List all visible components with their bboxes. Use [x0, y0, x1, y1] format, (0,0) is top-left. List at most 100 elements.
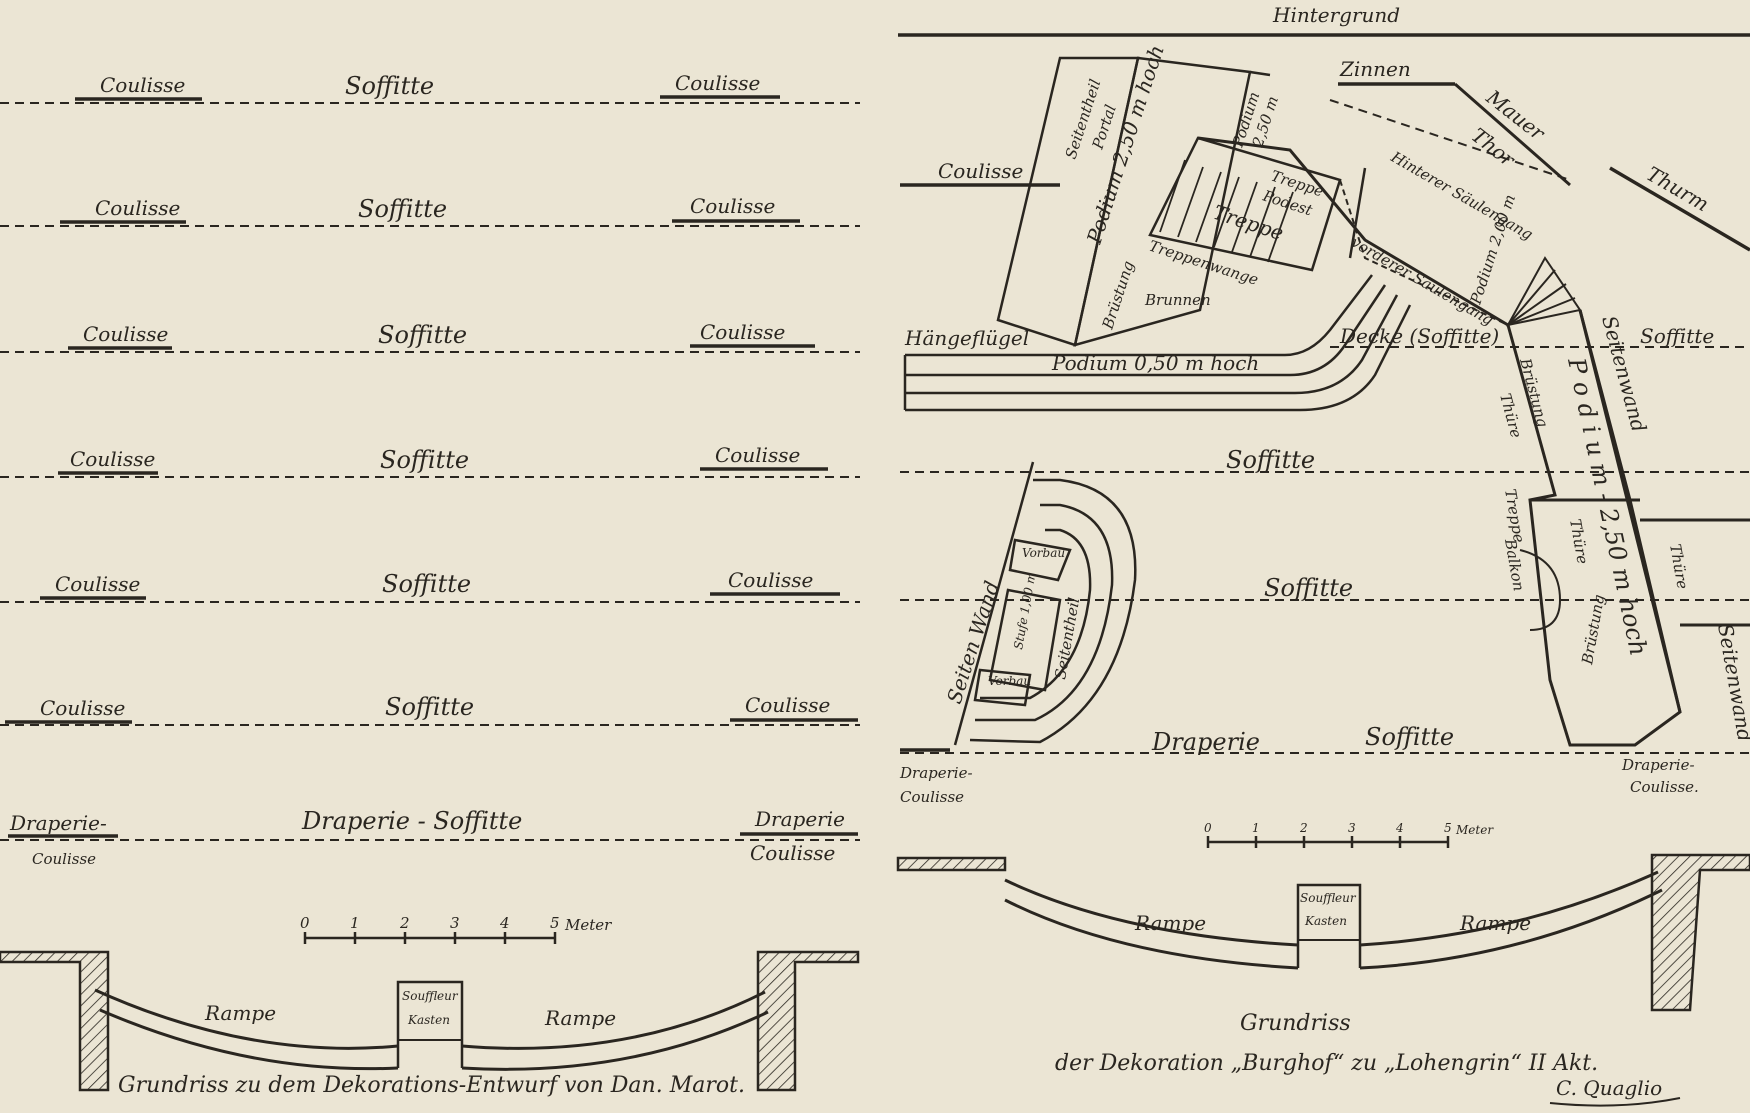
- r-souffleur-box: [1296, 883, 1362, 968]
- r-thuere-2: Thüre: [1566, 518, 1592, 566]
- right-plan: [896, 33, 1750, 1107]
- r-scale-5: 5: [1444, 821, 1452, 835]
- r-signature: C. Quaglio: [1556, 1076, 1662, 1100]
- r-rampe-right: Rampe: [1459, 911, 1531, 935]
- l-scale-3: 3: [450, 914, 460, 932]
- l-rampe-left: Rampe: [204, 1001, 276, 1025]
- l-souffleur-1: Souffleur: [402, 989, 459, 1003]
- l-draperie-center: Draperie - Soffitte: [301, 807, 522, 835]
- r-soffitte-center-2: Soffitte: [1264, 574, 1353, 602]
- r-draperie-left-2: Coulisse: [900, 788, 964, 806]
- l-coulisse-right-4: Coulisse: [715, 443, 800, 467]
- r-thuere-3: Thüre: [1666, 543, 1692, 591]
- r-seitenwand-2: Seitenwand: [1713, 622, 1750, 744]
- r-draperie-right-1: Draperie-: [1621, 756, 1695, 774]
- r-soffitte-center-3: Soffitte: [1365, 723, 1454, 751]
- r-scale-3: 3: [1348, 821, 1356, 835]
- r-mauer-line: [1454, 82, 1571, 187]
- r-rampe-arc-left-inner: [1004, 898, 1299, 970]
- r-souffleur-2: Kasten: [1304, 914, 1347, 928]
- r-rampe-arc-right-inner: [1359, 888, 1663, 970]
- left-scale-bar: [303, 932, 557, 944]
- r-decke: Decke (Soffitte): [1339, 324, 1499, 348]
- left-rampe-arc-right-inner: [461, 1010, 769, 1071]
- left-proscenium-wall-right: [756, 950, 860, 1092]
- r-stufe: Stufe 1,00 m: [1011, 571, 1038, 650]
- l-soffitte-5: Soffitte: [382, 570, 471, 598]
- r-thurm-line: [1609, 166, 1750, 252]
- r-hinterer-saeulengang: [1197, 136, 1509, 327]
- r-podium-050: [903, 274, 1412, 412]
- r-pillar-line: [1348, 167, 1367, 259]
- left-plan-labels: Coulisse Soffitte Coulisse Coulisse Soff…: [9, 71, 845, 1098]
- r-treppe-3: Treppenwange: [1147, 237, 1261, 289]
- l-soffitte-2: Soffitte: [358, 195, 447, 223]
- r-balkon-curve: [1519, 549, 1562, 631]
- l-scale-5: 5: [550, 914, 560, 932]
- r-spiral-stair: [1506, 256, 1582, 327]
- r-thor: Thor: [1467, 123, 1521, 172]
- r-bruestung-2: Brüstung: [1578, 593, 1608, 667]
- l-draperie-left-1: Draperie-: [9, 811, 107, 835]
- l-souffleur-2: Kasten: [407, 1013, 450, 1027]
- r-vorbau-1: Vorbau: [1022, 546, 1065, 560]
- l-caption: Grundriss zu dem Dekorations-Entwurf von…: [118, 1073, 745, 1098]
- r-balkon: Balkon: [1501, 537, 1528, 593]
- r-soffitte-center-1: Soffitte: [1226, 446, 1315, 474]
- r-treppenhaus: Treppe: [1501, 488, 1528, 545]
- left-rampe-arc-right-outer: [461, 990, 766, 1050]
- r-proscenium-wall-left: [896, 856, 1007, 872]
- r-draperie-left-1: Draperie-: [899, 764, 973, 782]
- r-scale-0: 0: [1204, 821, 1212, 835]
- right-scale-bar: [1206, 836, 1450, 848]
- l-coulisse-left-6: Coulisse: [40, 696, 125, 720]
- l-draperie-right-1: Draperie: [754, 807, 845, 831]
- left-rampe-arc-left-outer: [94, 988, 399, 1050]
- l-scale-0: 0: [300, 914, 310, 932]
- r-coulisse-top: Coulisse: [938, 159, 1023, 183]
- right-plan-labels: Hintergrund Zinnen Mauer Thor Thurm Coul…: [899, 3, 1750, 1100]
- r-saeulengang-top: [1249, 70, 1271, 77]
- r-draperie-right-2: Coulisse.: [1630, 778, 1699, 796]
- r-brunnen: Brunnen: [1144, 291, 1211, 309]
- r-rampe-arc-left-outer: [1004, 878, 1299, 947]
- r-scale-2: 2: [1299, 821, 1308, 835]
- r-signature-flourish: [1549, 1097, 1681, 1107]
- r-podium-050: Podium 0,50 m hoch: [1051, 351, 1259, 375]
- left-wing-strokes: [5, 95, 858, 838]
- l-scale-1: 1: [350, 914, 360, 932]
- r-draperie-center: Draperie: [1151, 728, 1260, 756]
- r-scale-4: 4: [1395, 821, 1404, 835]
- l-coulisse-left-5: Coulisse: [55, 572, 140, 596]
- r-treppe-2: Brüstung: [1098, 259, 1137, 333]
- r-scale-unit: Meter: [1455, 823, 1494, 837]
- r-vorderer-saeulengang: [1339, 179, 1509, 326]
- r-caption-1: Grundriss: [1240, 1011, 1351, 1036]
- l-coulisse-left-3: Coulisse: [83, 322, 168, 346]
- left-soffit-lines: [0, 102, 860, 841]
- l-coulisse-right-3: Coulisse: [700, 320, 785, 344]
- l-draperie-left-2: Coulisse: [32, 850, 96, 868]
- left-souffleur-box: [396, 980, 464, 1068]
- l-coulisse-left-1: Coulisse: [100, 73, 185, 97]
- l-scale-2: 2: [399, 914, 410, 932]
- l-draperie-right-2: Coulisse: [750, 841, 835, 865]
- r-podium-block: [1073, 56, 1252, 347]
- r-staircase: [1148, 136, 1342, 272]
- r-zinnen: Zinnen: [1339, 57, 1411, 81]
- l-soffitte-3: Soffitte: [378, 321, 467, 349]
- l-scale-4: 4: [499, 914, 510, 932]
- r-hintergrund: Hintergrund: [1272, 3, 1400, 27]
- l-soffitte-4: Soffitte: [380, 446, 469, 474]
- l-coulisse-right-2: Coulisse: [690, 194, 775, 218]
- r-caption-2: der Dekoration „Burghof“ zu „Lohengrin“ …: [1055, 1051, 1598, 1076]
- r-souffleur-1: Souffleur: [1300, 891, 1357, 905]
- l-coulisse-right-6: Coulisse: [745, 693, 830, 717]
- r-hinterer-saeulengang: Hinterer Säulengang: [1387, 147, 1536, 243]
- l-coulisse-left-4: Coulisse: [70, 447, 155, 471]
- r-rampe-arc-right-outer: [1359, 870, 1659, 947]
- r-vorbau-2: Vorbau: [988, 674, 1031, 688]
- l-coulisse-right-5: Coulisse: [728, 568, 813, 592]
- r-rampe-left: Rampe: [1134, 911, 1206, 935]
